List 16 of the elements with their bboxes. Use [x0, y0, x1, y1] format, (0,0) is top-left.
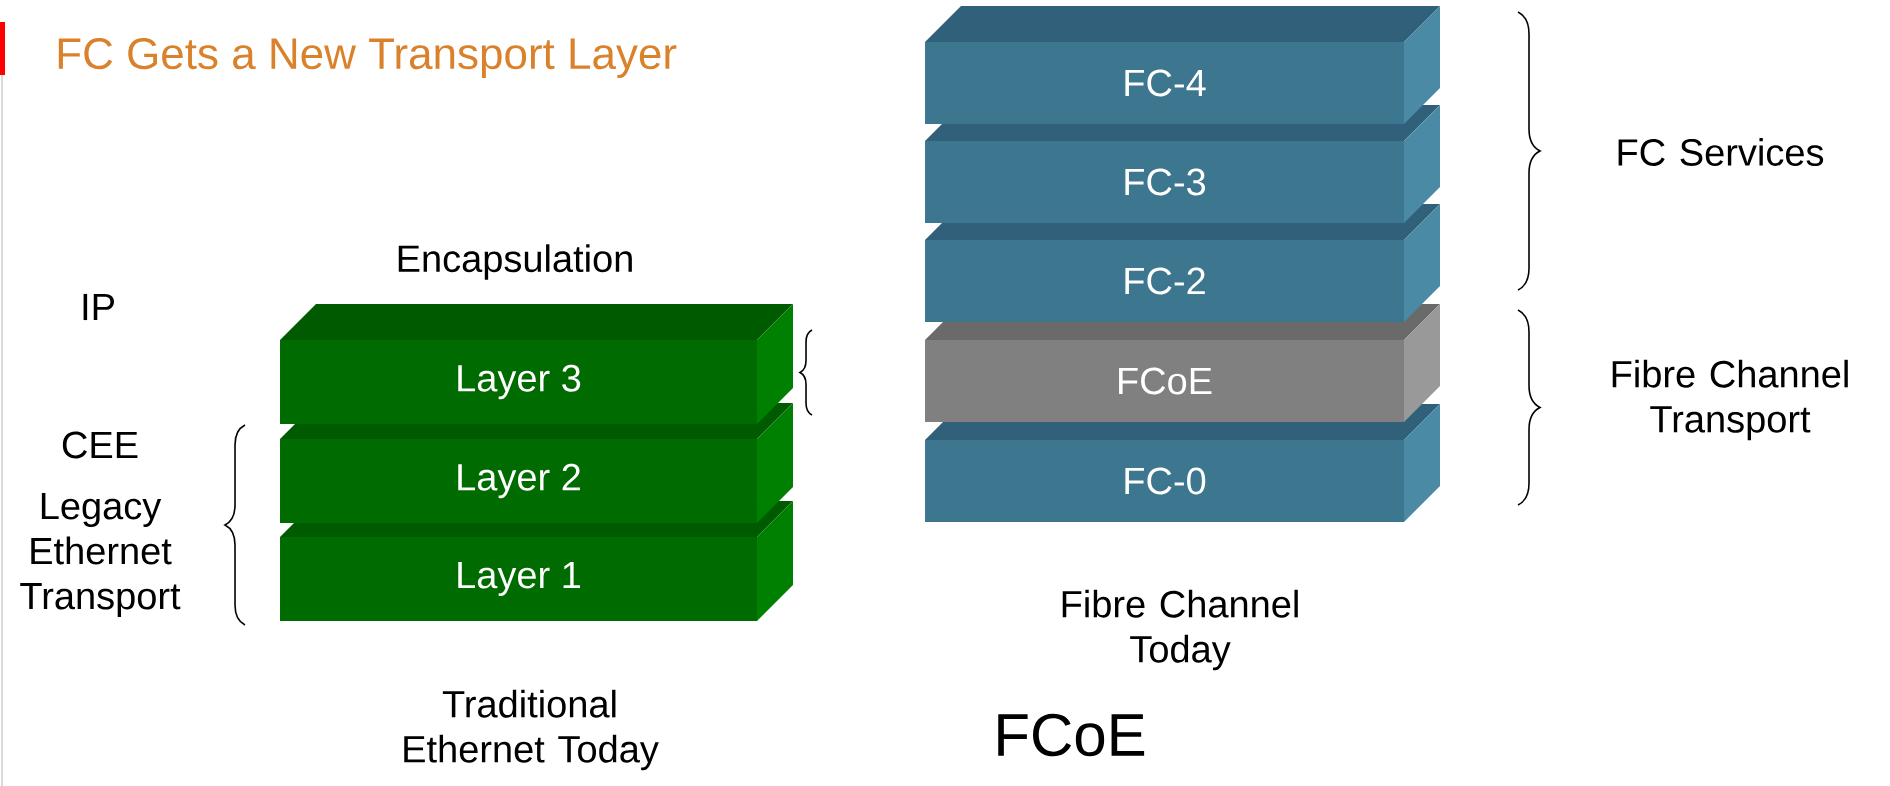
layer-block: FC-4: [925, 6, 1440, 124]
text-label: Fibre Channel Transport: [1612, 359, 1848, 441]
text-label: Fibre Channel Today: [1062, 589, 1298, 671]
text-label: FC Services: [1618, 138, 1824, 166]
text-label: FCoE: [998, 713, 1145, 757]
node-label: FC-2: [1125, 267, 1205, 295]
text-label: IP: [83, 293, 114, 321]
text-label: CEE: [62, 431, 138, 459]
node-label: Layer 1: [458, 561, 580, 597]
text-label: Encapsulation: [398, 244, 632, 280]
text-label: Legacy Ethernet Transport: [20, 493, 181, 617]
layer-block: Layer 3: [280, 304, 793, 424]
node-label: FC-3: [1125, 168, 1206, 196]
text-label: Traditional Ethernet Today: [404, 689, 659, 771]
title: FC Gets a New Transport Layer: [58, 38, 677, 78]
node-label: Layer 2: [458, 463, 580, 499]
